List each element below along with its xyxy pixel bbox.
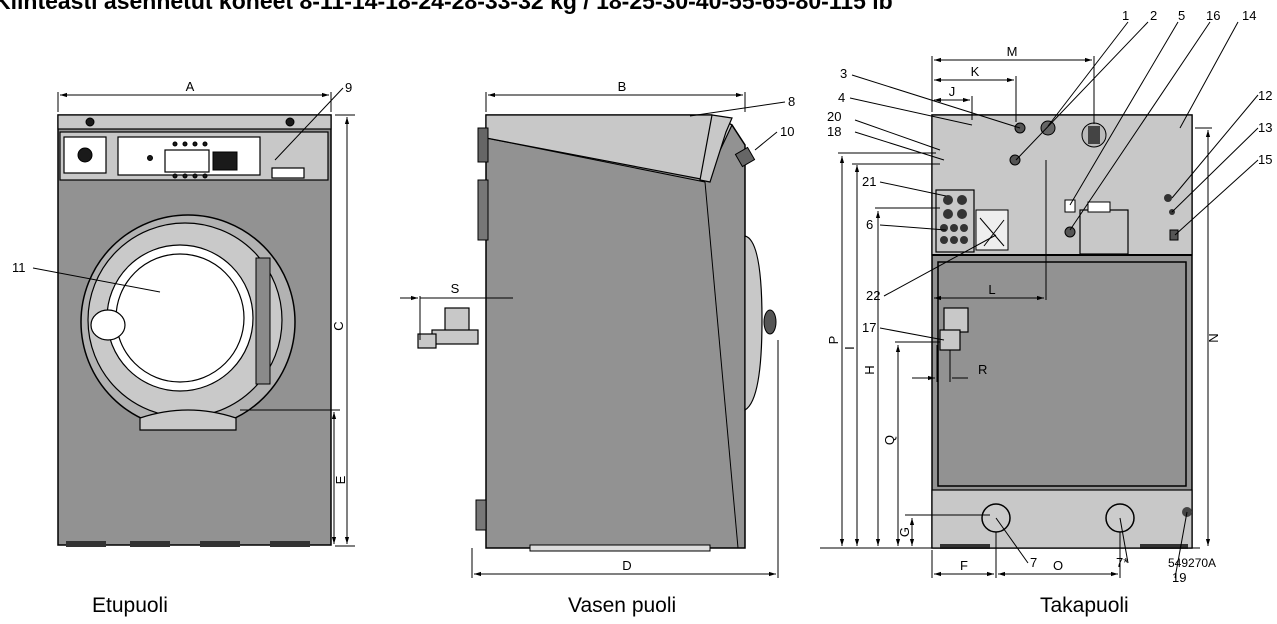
callout-7-star: 7* (1116, 555, 1128, 570)
callout-14: 14 (1242, 8, 1256, 23)
callout-4: 4 (838, 90, 845, 105)
callout-12: 12 (1258, 88, 1272, 103)
dim-P: P (826, 336, 841, 345)
callout-7: 7 (1030, 555, 1037, 570)
dim-L: L (988, 282, 995, 297)
dim-I: I (842, 346, 857, 350)
dim-J: J (949, 84, 956, 99)
callout-21: 21 (862, 174, 876, 189)
callout-13: 13 (1258, 120, 1272, 135)
callout-19: 19 (1172, 570, 1186, 585)
dim-Q: Q (882, 435, 897, 445)
callout-20: 20 (827, 109, 841, 124)
callout-11: 11 (12, 260, 26, 275)
page-title: Kiinteästi asennetut koneet 8-11-14-18-2… (0, 0, 893, 14)
callout-10: 10 (780, 124, 794, 139)
drawing-code: 549270A (1168, 556, 1216, 570)
callout-1: 1 (1122, 8, 1129, 23)
callout-17: 17 (862, 320, 876, 335)
dim-H: H (862, 365, 877, 374)
caption-left-side: Vasen puoli (568, 594, 677, 617)
callout-2: 2 (1150, 8, 1157, 23)
dim-S: S (451, 281, 460, 296)
back-view (820, 21, 1259, 579)
dim-G: G (897, 527, 912, 537)
dim-O: O (1053, 558, 1063, 573)
callout-9: 9 (345, 80, 352, 95)
callout-5: 5 (1178, 8, 1185, 23)
dim-D: D (622, 558, 631, 573)
dim-A: A (186, 79, 195, 94)
dim-K: K (971, 64, 980, 79)
callout-18: 18 (827, 124, 841, 139)
caption-front: Etupuoli (92, 594, 168, 617)
dim-F: F (960, 558, 968, 573)
dim-E: E (333, 475, 348, 484)
dim-B: B (618, 79, 627, 94)
callout-6: 6 (866, 217, 873, 232)
dim-R: R (978, 362, 987, 377)
caption-back: Takapuoli (1040, 594, 1129, 617)
side-view (400, 92, 786, 578)
callout-15: 15 (1258, 152, 1272, 167)
dim-N: N (1206, 333, 1221, 342)
dim-C: C (331, 321, 346, 330)
callout-3: 3 (840, 66, 847, 81)
callout-16: 16 (1206, 8, 1220, 23)
callout-22: 22 (866, 288, 880, 303)
dim-M: M (1007, 44, 1018, 59)
front-view (32, 87, 355, 547)
callout-8: 8 (788, 94, 795, 109)
